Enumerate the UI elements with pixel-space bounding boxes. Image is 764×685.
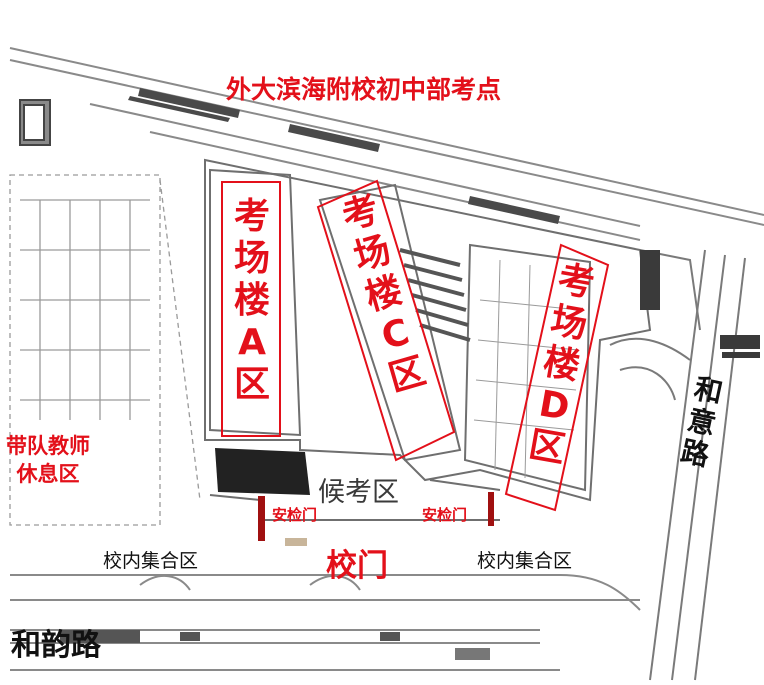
stair-hatching <box>399 248 471 342</box>
teacher-rest-area-label: 带队教师 休息区 <box>6 434 90 486</box>
building-d-grid <box>473 259 581 479</box>
assembly-area-right-label: 校内集合区 <box>477 550 573 572</box>
south-road-markings <box>60 630 490 660</box>
northwest-structure <box>19 99 51 146</box>
north-road-markings <box>128 88 560 224</box>
security-gate-right-bar <box>488 492 494 526</box>
zone-a-frame <box>221 181 281 437</box>
paved-area <box>215 448 310 495</box>
zone-outlines <box>221 179 610 512</box>
gate-mark <box>285 538 307 546</box>
building-complex <box>204 158 652 502</box>
school-gate-label: 校门 <box>326 548 388 584</box>
south-roads <box>10 574 641 671</box>
security-gate-right-label: 安检门 <box>422 506 468 524</box>
road-south-label: 和韵路 <box>11 628 101 663</box>
courtyard-walls <box>209 479 501 521</box>
zone-a-label: 考场楼A区 <box>233 196 270 405</box>
security-gate-left-bar <box>258 496 265 541</box>
east-road-bars <box>640 250 760 358</box>
zone-d-frame <box>504 243 610 512</box>
west-grid-area <box>9 174 201 526</box>
waiting-area-label: 候考区 <box>318 477 399 508</box>
assembly-area-left-label: 校内集合区 <box>103 550 199 572</box>
security-gate-left-label: 安检门 <box>272 506 318 524</box>
east-road <box>609 249 746 681</box>
map-title: 外大滨海附校初中部考点 <box>226 75 502 104</box>
zone-c-frame <box>316 179 456 462</box>
